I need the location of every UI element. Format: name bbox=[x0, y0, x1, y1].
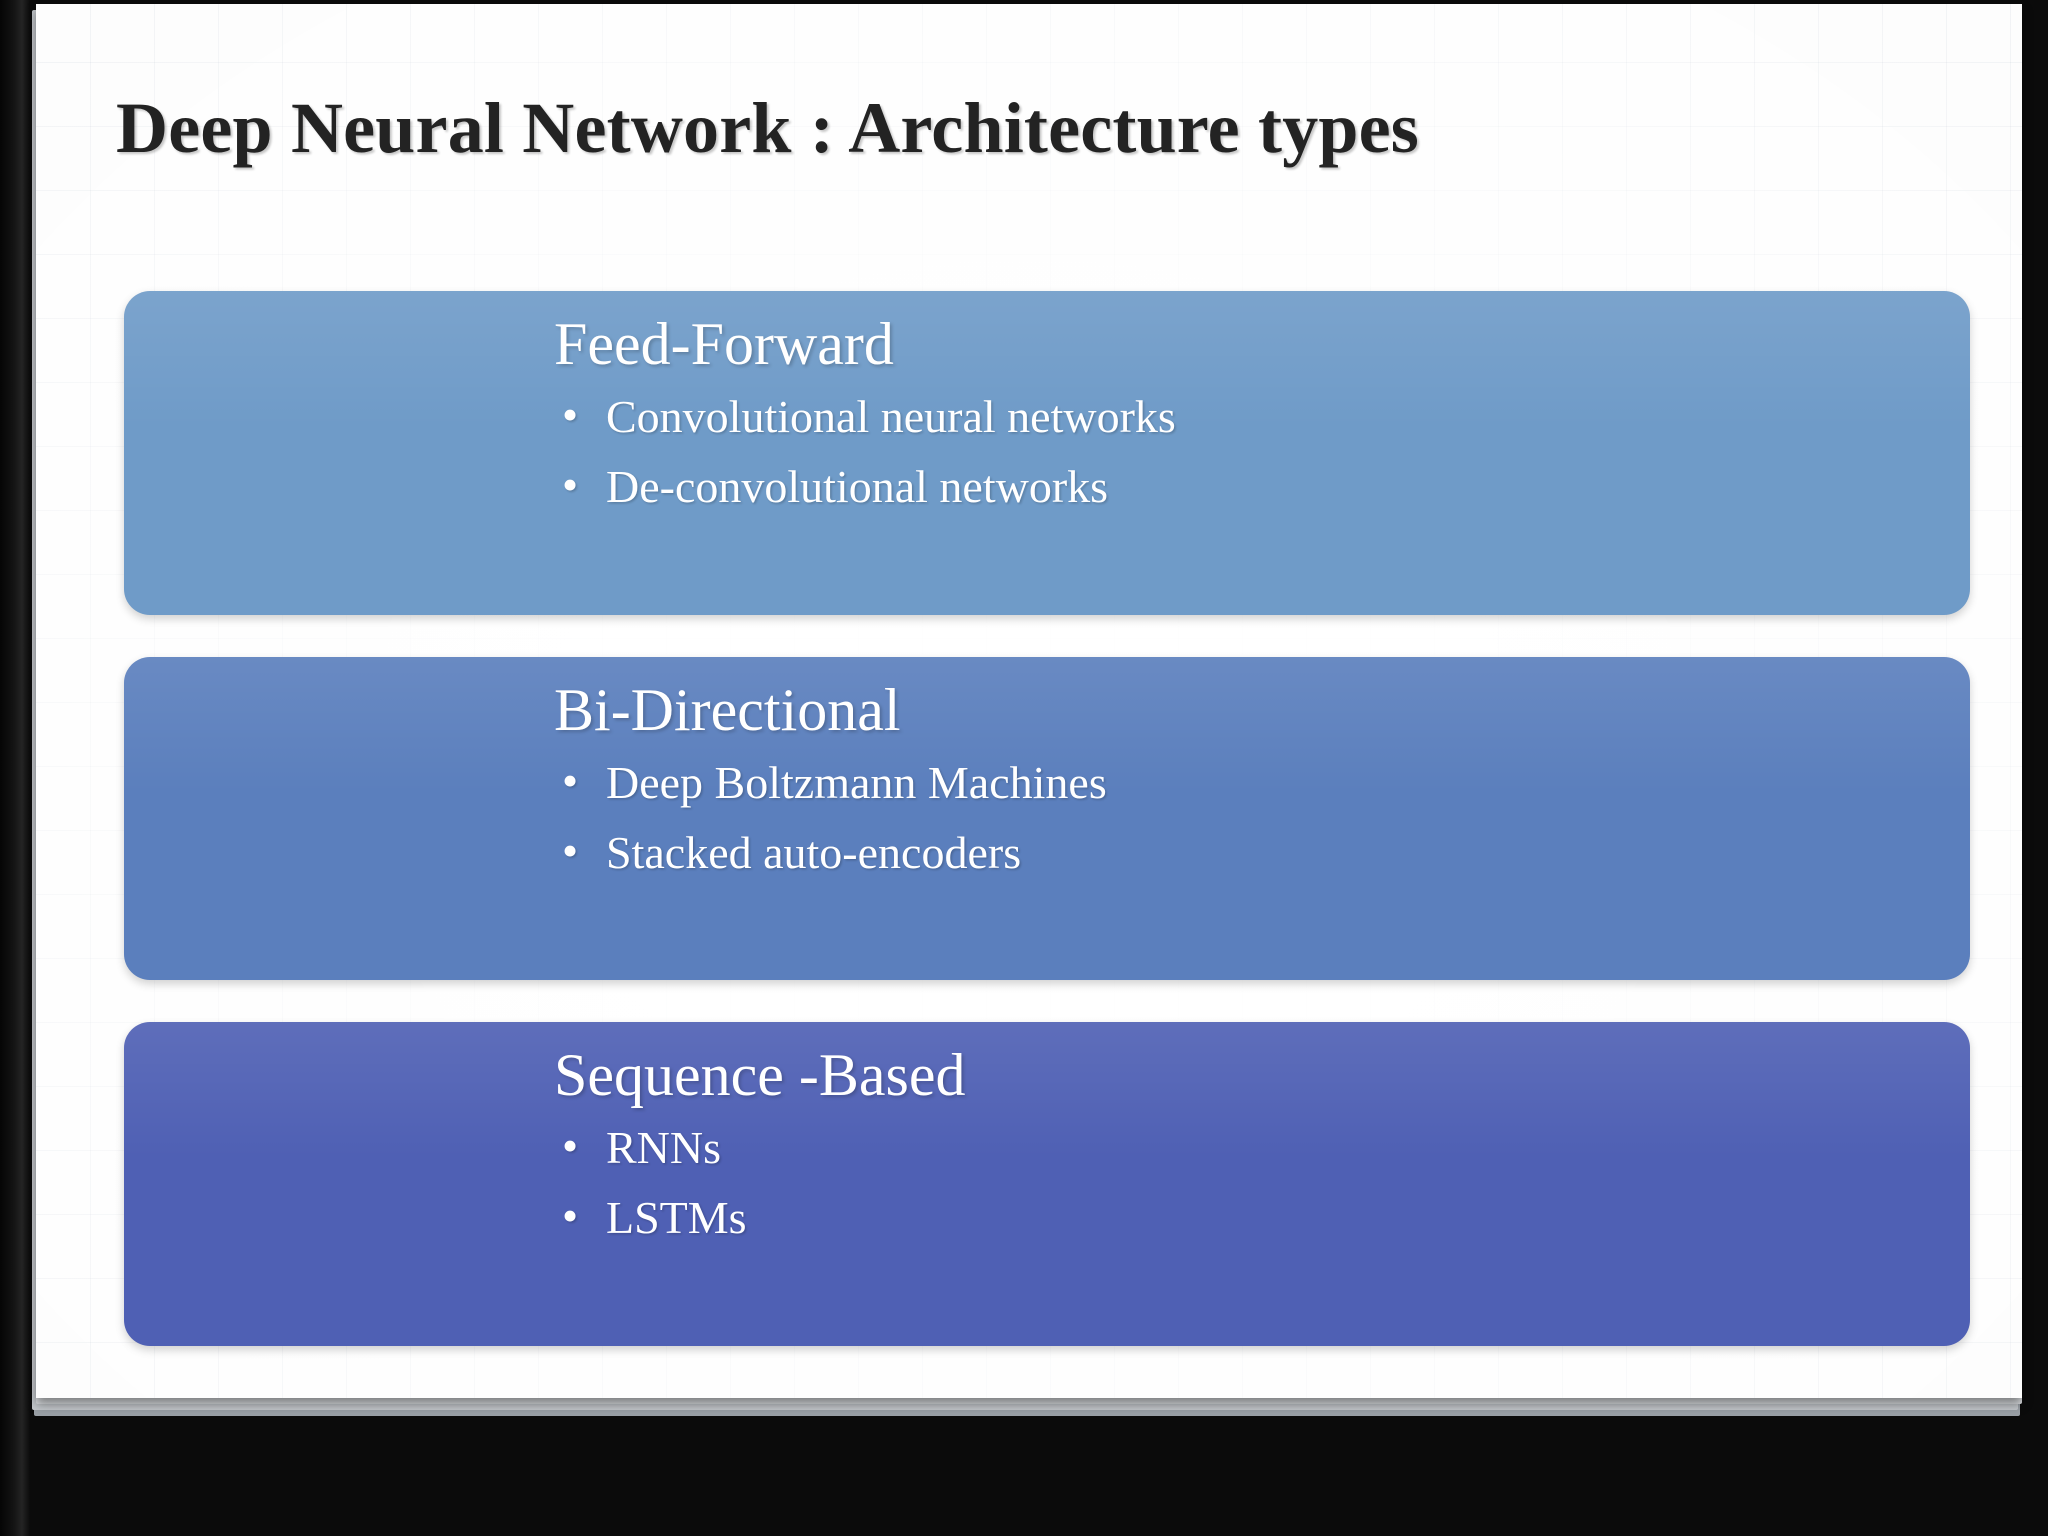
list-item: Convolutional neural networks bbox=[554, 380, 1970, 452]
card-heading-sequence-based: Sequence -Based bbox=[554, 1042, 966, 1109]
bullet-list-bi-directional: Deep Boltzmann Machines Stacked auto-enc… bbox=[124, 746, 1970, 888]
list-item: Stacked auto-encoders bbox=[554, 816, 1970, 888]
page-title: Deep Neural Network : Architecture types bbox=[116, 88, 1420, 168]
list-item: RNNs bbox=[554, 1111, 1970, 1183]
card-bi-directional: Bi-Directional Deep Boltzmann Machines S… bbox=[124, 656, 1970, 981]
architecture-card-list: Feed-Forward Convolutional neural networ… bbox=[124, 291, 1970, 1347]
bullet-list-feed-forward: Convolutional neural networks De-convolu… bbox=[124, 380, 1970, 522]
card-feed-forward: Feed-Forward Convolutional neural networ… bbox=[124, 291, 1970, 615]
list-item: Deep Boltzmann Machines bbox=[554, 746, 1970, 818]
card-heading-bi-directional: Bi-Directional bbox=[554, 676, 901, 743]
card-heading-feed-forward: Feed-Forward bbox=[554, 311, 894, 377]
list-item: LSTMs bbox=[554, 1181, 1970, 1253]
bullet-list-sequence-based: RNNs LSTMs bbox=[124, 1111, 1970, 1253]
list-item: De-convolutional networks bbox=[554, 450, 1970, 522]
slide-canvas: Deep Neural Network : Architecture types… bbox=[36, 4, 2022, 1398]
card-sequence-based: Sequence -Based RNNs LSTMs bbox=[124, 1022, 1970, 1347]
